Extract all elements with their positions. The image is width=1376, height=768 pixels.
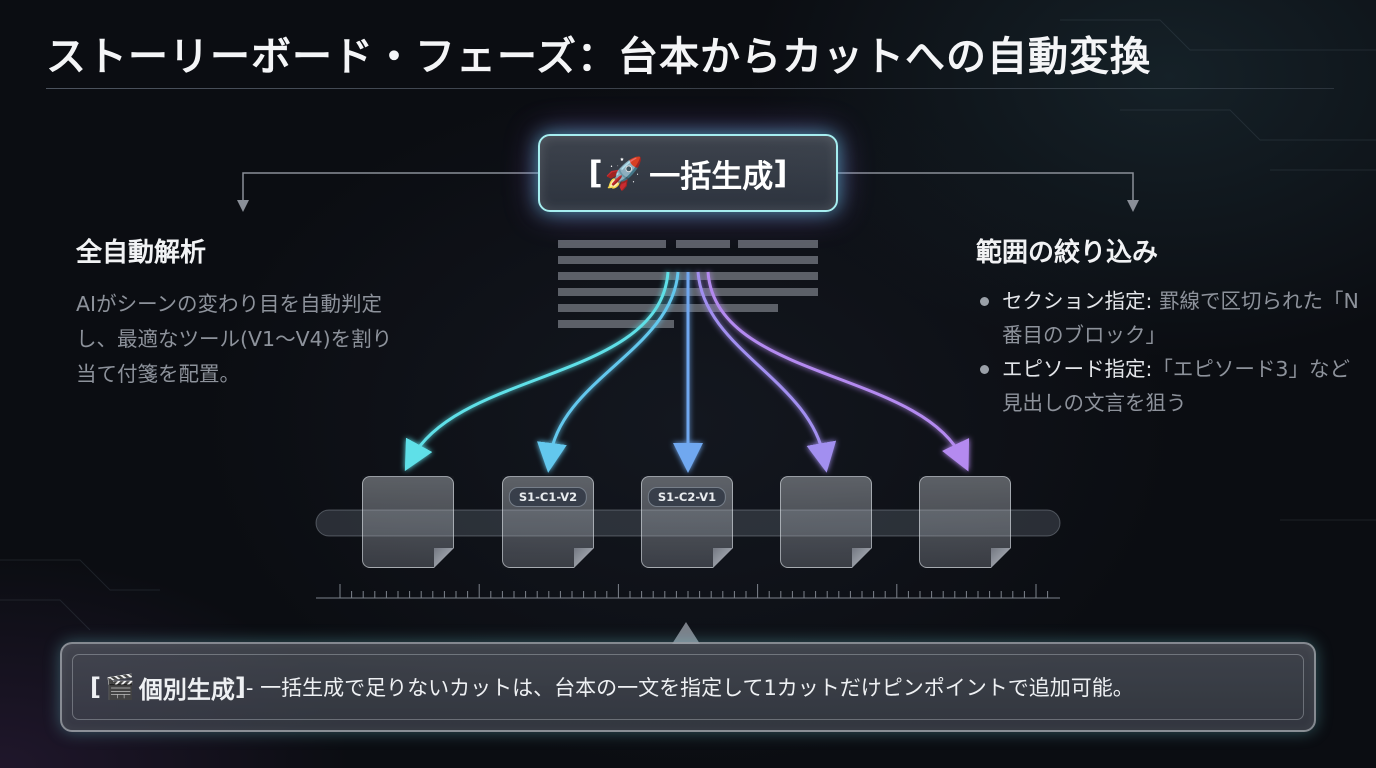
bullet-dot-icon	[980, 297, 989, 306]
range-narrowing-heading: 範囲の絞り込み	[976, 238, 1159, 268]
batch-generate-label: 一括生成	[649, 158, 774, 195]
individual-generate-description: - 一括生成で足りないカットは、台本の一文を指定して1カットだけピンポイントで追…	[245, 676, 1134, 700]
cut-tag: S1-C2-V1	[647, 487, 727, 507]
individual-generate-label: 個別生成	[138, 675, 235, 704]
arrow-to-card-1	[404, 271, 670, 472]
cut-card-5[interactable]	[919, 476, 1011, 568]
individual-generate-panel[interactable]: [ 🎬 個別生成 ] - 一括生成で足りないカットは、台本の一文を指定して1カッ…	[60, 642, 1316, 732]
rocket-icon: 🚀	[604, 155, 644, 192]
title-divider	[46, 88, 1334, 89]
distribution-arrows	[404, 271, 970, 473]
page-title: ストーリーボード・フェーズ：台本からカットへの自動変換	[46, 34, 1151, 80]
bullet-episode: エピソード指定:「エピソード3」など見出しの文言を狙う	[978, 352, 1368, 420]
arrow-to-card-4	[696, 271, 837, 473]
auto-analysis-body: AIがシーンの変わり目を自動判定し、最適なツール(V1〜V4)を割り当て付箋を配…	[76, 292, 393, 386]
panel-inner-border	[72, 654, 1304, 720]
bullet-section: セクション指定: 罫線で区切られた「N番目のブロック」	[978, 284, 1368, 352]
clapper-icon: 🎬	[104, 673, 135, 701]
batch-connectors	[237, 172, 1139, 212]
circuit-decoration	[0, 19, 1376, 631]
bullet-dot-icon	[980, 365, 989, 374]
batch-generate-button[interactable]: [ 🚀 一括生成 ]	[538, 134, 838, 212]
cut-tag: S1-C1-V2	[508, 487, 588, 507]
arrow-to-card-5	[706, 271, 970, 472]
arrow-to-card-2	[537, 271, 680, 473]
range-bullet-list: セクション指定: 罫線で区切られた「N番目のブロック」 エピソード指定:「エピソ…	[978, 284, 1368, 420]
timeline-ruler	[316, 584, 1060, 599]
auto-analysis-heading: 全自動解析	[76, 238, 207, 268]
individual-generate-text: [ 🎬 個別生成 ] - 一括生成で足りないカットは、台本の一文を指定して1カッ…	[90, 644, 1134, 730]
